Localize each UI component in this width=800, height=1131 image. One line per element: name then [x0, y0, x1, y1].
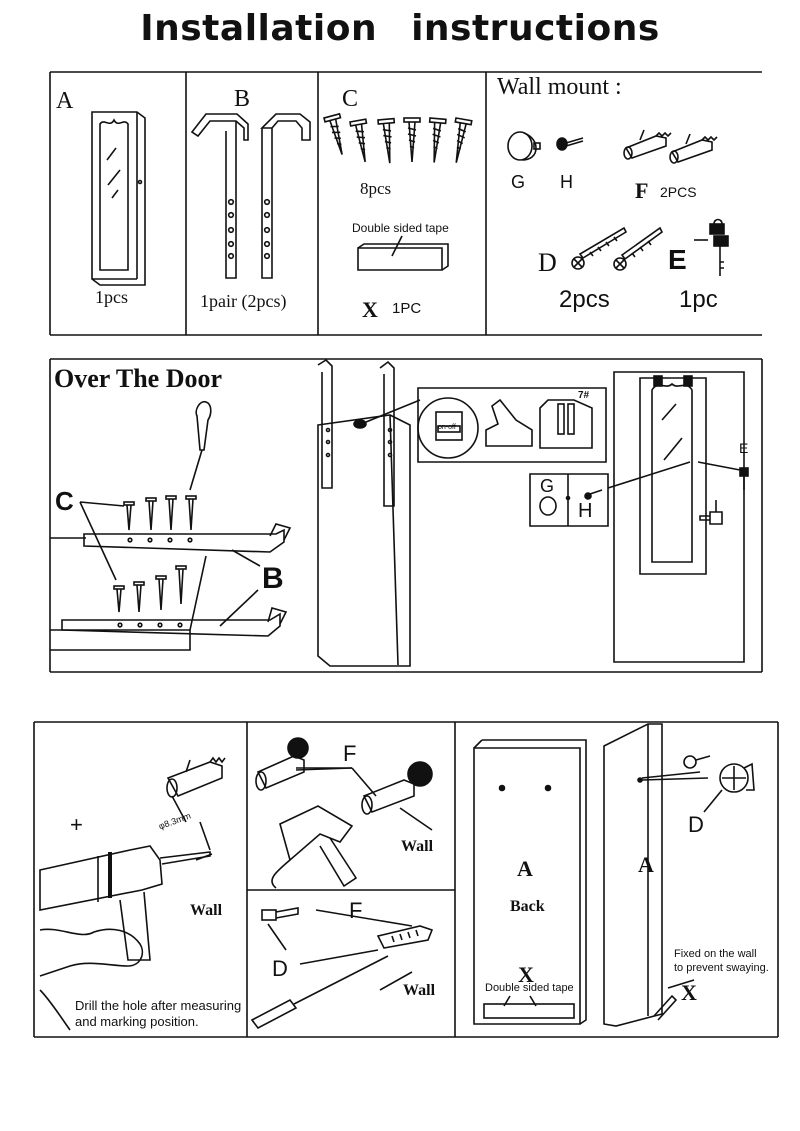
part-c-label: C [342, 86, 359, 112]
door-e-label: E [739, 440, 749, 456]
cabinet-tape-label: Double sided tape [485, 982, 574, 994]
door-with-cabinet-icon [613, 371, 749, 663]
keys-icon [694, 218, 729, 276]
part-c-qty: 8pcs [360, 179, 392, 198]
pointer-lines-door [79, 501, 261, 627]
cabinet-back-x-label: X [518, 962, 534, 987]
part-d-label: D [538, 248, 557, 277]
part-g-label: G [511, 172, 526, 192]
knob-inset [529, 461, 691, 527]
door-g-label: G [540, 476, 555, 496]
screwdriver-icon [189, 400, 212, 491]
cabinet-side-d-label: D [688, 812, 704, 837]
part-e-label: E [668, 244, 687, 275]
sway-note-line1: Fixed on the wall [674, 948, 757, 960]
page-title: Installation instructions [0, 8, 800, 49]
title-word-2: instructions [411, 8, 660, 49]
sway-note-line2: to prevent swaying. [674, 962, 769, 974]
over-door-title: Over The Door [54, 364, 223, 393]
drill-note-line1: Drill the hole after measuring [75, 998, 242, 1013]
cabinet-back-icon [473, 739, 587, 1025]
wall-screws-icon [571, 226, 664, 271]
cabinet-side-x-label: X [681, 980, 697, 1005]
d-label-screw: D [272, 956, 288, 981]
door-c-label: C [55, 486, 74, 516]
door-with-hooks-icon [317, 358, 421, 667]
hammer-icon [271, 805, 358, 889]
wall-mount-title: Wall mount : [497, 74, 622, 100]
hook-lying-bottom [50, 537, 288, 651]
part-e-qty: 1pc [679, 286, 718, 313]
mark-plus: + [70, 812, 83, 837]
hooks-icon [190, 113, 311, 279]
screw-anchor-icon [261, 907, 434, 965]
on-off-label: on-off [438, 424, 456, 431]
screws-row-bottom [113, 565, 187, 613]
part-x-qty: 1PC [392, 300, 422, 317]
tape-label: Double sided tape [352, 221, 449, 235]
knob-icon [507, 131, 541, 161]
part-a-label: A [56, 88, 74, 114]
door-h-label: H [578, 500, 593, 522]
screws-row-top [123, 495, 197, 531]
cabinet-side-a-label: A [638, 852, 654, 877]
cabinet-icon [91, 111, 146, 286]
part-f-label: F [635, 178, 649, 203]
wall-label-drill: Wall [190, 902, 223, 919]
anchor-pair-icon [255, 737, 433, 831]
f-label-hammer: F [343, 741, 357, 766]
drill-note-line2: and marking position. [75, 1014, 199, 1029]
title-word-1: Installation [140, 8, 378, 49]
hook-lying-top [83, 523, 292, 553]
battery-inset [417, 387, 607, 463]
cabinet-back-label: Back [510, 898, 545, 915]
drill-icon [39, 845, 213, 1031]
tape-icon [357, 235, 449, 271]
wall-panel-frame [33, 721, 779, 1038]
bolt-icon [556, 137, 584, 151]
battery-size-label: 7# [578, 390, 590, 401]
wall-bolt-icon [641, 755, 755, 813]
part-b-qty: 1pair (2pcs) [200, 291, 287, 311]
part-d-qty: 2pcs [559, 286, 610, 313]
wall-label-screw: Wall [403, 982, 436, 999]
part-f-qty: 2PCS [660, 184, 697, 200]
part-b-label: B [234, 86, 251, 112]
part-x-label: X [362, 297, 378, 322]
wall-anchor-icon [623, 129, 718, 164]
parts-panel-frame [49, 71, 762, 336]
door-panel-frame [49, 358, 763, 673]
cabinet-side-icon [603, 723, 701, 1027]
anchor-drill-icon [166, 756, 226, 851]
screwdriver-wall-icon [250, 955, 413, 1030]
cabinet-back-a-label: A [517, 856, 533, 881]
f-label-screw: F [349, 898, 363, 923]
wall-label-hammer: Wall [401, 838, 434, 855]
part-h-label: H [560, 172, 573, 192]
part-a-qty: 1pcs [95, 287, 128, 307]
door-b-label: B [262, 562, 284, 595]
screws-icon [323, 112, 473, 164]
